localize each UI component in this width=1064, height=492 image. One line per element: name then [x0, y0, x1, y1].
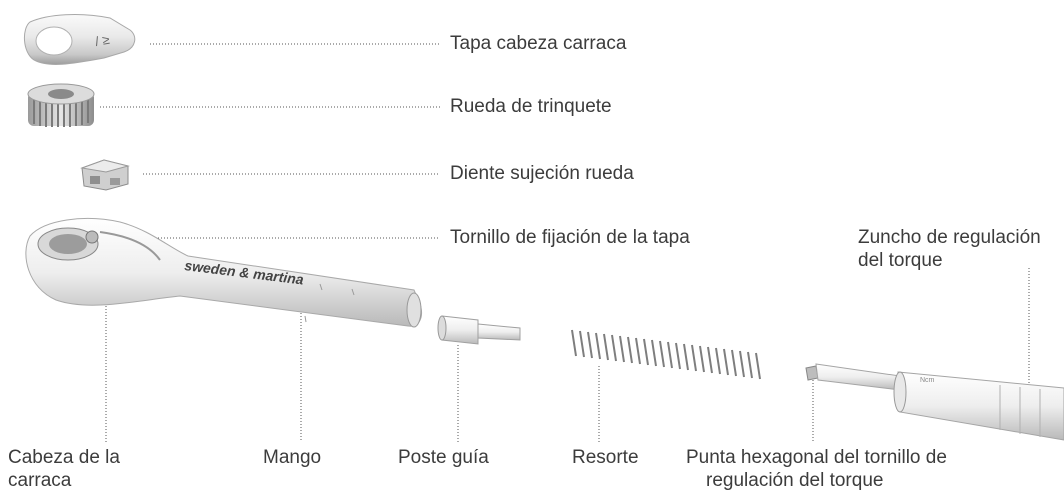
label-ratchet-wheel: Rueda de trinquete — [450, 96, 612, 117]
label-pawl: Diente sujeción rueda — [450, 163, 634, 184]
label-ratchet-head-line1: Cabeza de la — [8, 447, 120, 468]
pawl-part — [80, 159, 130, 191]
label-hex-tip-line1: Punta hexagonal del tornillo de — [686, 447, 947, 468]
svg-text:/ ≥: / ≥ — [94, 32, 111, 49]
label-hex-tip-line2: regulación del torque — [706, 470, 884, 491]
adjustment-screw-part: Ncm — [805, 363, 1064, 441]
cover-plate-part: / ≥ — [24, 14, 136, 65]
label-torque-band-line2: del torque — [858, 250, 943, 271]
ratchet-wheel-part — [27, 83, 95, 127]
spring-part — [571, 329, 761, 380]
ratchet-head-and-handle-part: sweden & martina — [25, 217, 422, 328]
label-handle: Mango — [263, 447, 322, 468]
guide-post-part — [437, 315, 521, 345]
label-guide-post: Poste guía — [398, 447, 489, 468]
label-spring: Resorte — [572, 447, 639, 468]
label-torque-band-line1: Zuncho de regulación — [858, 227, 1041, 248]
label-ratchet-head-line2: carraca — [8, 470, 72, 491]
label-cover-plate: Tapa cabeza carraca — [450, 33, 627, 54]
svg-text:Ncm: Ncm — [920, 377, 935, 384]
label-cover-screw: Tornillo de fijación de la tapa — [450, 227, 690, 248]
